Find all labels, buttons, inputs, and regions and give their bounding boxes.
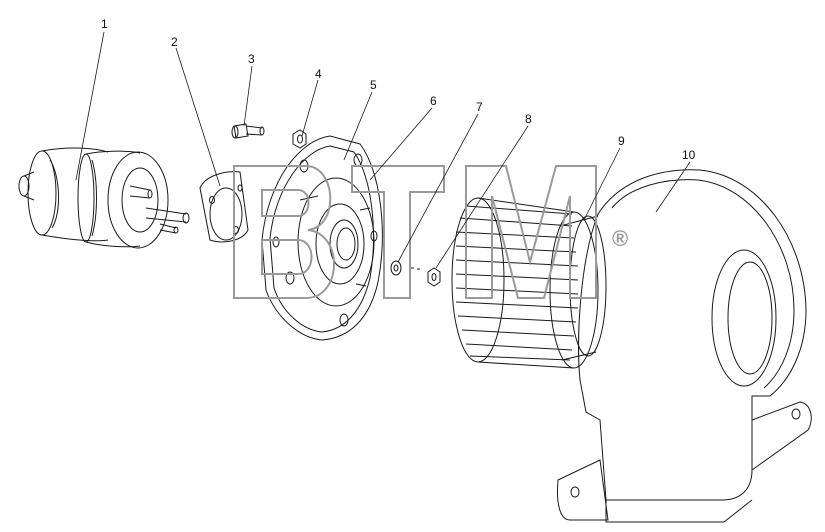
leader-6 <box>369 107 433 181</box>
part-1-electric-motor <box>18 147 190 249</box>
callout-7: 7 <box>476 100 483 114</box>
callouts: 1 2 3 4 5 6 7 8 9 10 <box>101 17 696 162</box>
callout-10: 10 <box>682 148 696 162</box>
leader-7 <box>397 113 479 263</box>
leader-1 <box>75 31 105 181</box>
callout-1: 1 <box>101 17 108 31</box>
part-7-washer <box>390 260 402 276</box>
leader-8 <box>435 125 529 269</box>
leader-10 <box>655 161 691 213</box>
callout-8: 8 <box>525 112 532 126</box>
leader-4 <box>301 79 319 137</box>
part-3-bolt <box>231 123 265 139</box>
leader-5 <box>343 91 373 161</box>
callout-4: 4 <box>315 67 322 81</box>
part-4-nut <box>292 129 307 149</box>
part-2-gasket <box>199 171 249 243</box>
callout-5: 5 <box>370 78 377 92</box>
callout-2: 2 <box>171 35 178 49</box>
part-5-6-motor-flange <box>261 135 383 341</box>
watermark-registered-symbol: ® <box>612 226 628 251</box>
leader-9 <box>583 147 621 221</box>
callout-3: 3 <box>248 52 255 66</box>
callout-6: 6 <box>430 94 437 108</box>
leader-3 <box>243 65 253 127</box>
part-10-blower-housing <box>557 169 812 523</box>
part-8-nut <box>410 267 441 287</box>
watermark <box>233 165 597 299</box>
leader-2 <box>175 47 221 187</box>
callout-9: 9 <box>618 134 625 148</box>
leader-lines <box>75 31 691 269</box>
